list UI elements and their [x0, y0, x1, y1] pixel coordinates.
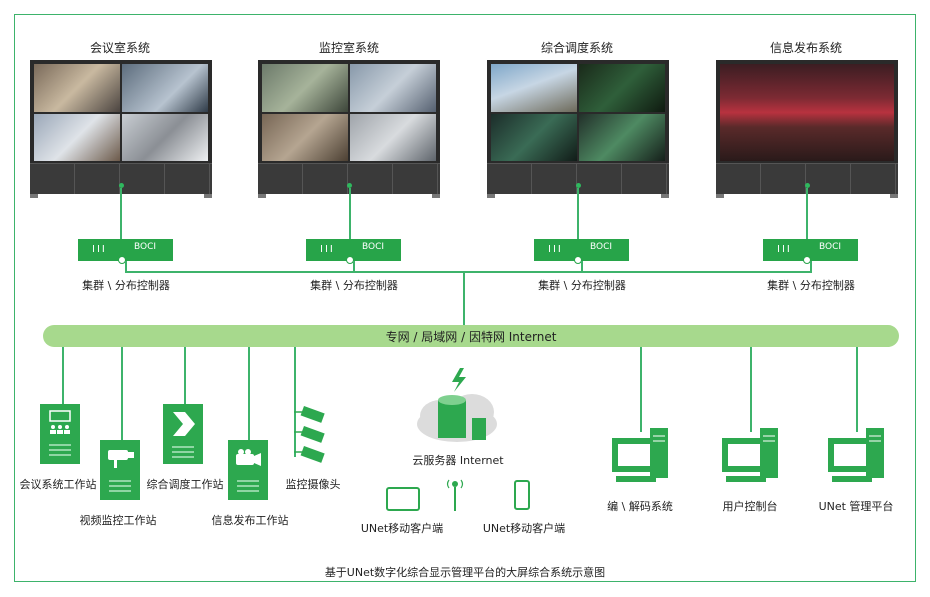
tablet-icon: [386, 487, 420, 511]
dispatch-workstation-icon: [163, 404, 203, 464]
video-wall-monitoring: [258, 60, 440, 198]
cloud-label: 云服务器 Internet: [412, 454, 504, 467]
user-console-pc-icon: [722, 428, 778, 482]
wall-port: [576, 183, 581, 188]
video-wall-dispatch: [487, 60, 669, 198]
mobile-client-label: UNet移动客户端: [482, 522, 566, 535]
unet-platform-label: UNet 管理平台: [818, 500, 894, 513]
system-title-monitoring: 监控室系统: [318, 41, 380, 55]
unet-platform-pc-icon: [828, 428, 884, 482]
mobile-client-label: UNet移动客户端: [360, 522, 444, 535]
controller-label: 集群 \ 分布控制器: [767, 279, 855, 292]
diagram-caption: 基于UNet数字化综合显示管理平台的大屏综合系统示意图: [324, 566, 606, 579]
camera-label: 监控摄像头: [285, 478, 341, 491]
video-workstation-icon: [100, 440, 140, 500]
network-bus: 专网 / 局域网 / 因特网 Internet: [43, 325, 899, 347]
cloud-server-icon: [417, 368, 497, 442]
user-console-label: 用户控制台: [722, 500, 778, 513]
conference-workstation-icon: [40, 404, 80, 464]
camera-group-icon: [294, 406, 325, 463]
wall-port: [347, 183, 352, 188]
video-workstation-label: 视频监控工作站: [79, 514, 157, 527]
network-label: 专网 / 局域网 / 因特网 Internet: [385, 330, 557, 344]
codec-label: 编 \ 解码系统: [607, 500, 673, 513]
diagram-frame: [14, 14, 916, 582]
info-workstation-label: 信息发布工作站: [211, 514, 289, 527]
conference-workstation-label: 会议系统工作站: [19, 478, 97, 491]
controller-label: 集群 \ 分布控制器: [82, 279, 170, 292]
codec-pc-icon: [612, 428, 668, 482]
video-wall-conference: [30, 60, 212, 198]
info-workstation-icon: [228, 440, 268, 500]
controller-label: 集群 \ 分布控制器: [310, 279, 398, 292]
system-title-dispatch: 综合调度系统: [540, 41, 614, 55]
controller-label: 集群 \ 分布控制器: [538, 279, 626, 292]
dispatch-workstation-label: 综合调度工作站: [146, 478, 224, 491]
system-title-conference: 会议室系统: [89, 41, 151, 55]
wall-port: [805, 183, 810, 188]
video-wall-info: [716, 60, 898, 198]
system-title-info: 信息发布系统: [769, 41, 843, 55]
wall-port: [119, 183, 124, 188]
phone-icon: [514, 480, 530, 510]
antenna-icon: [446, 479, 464, 511]
